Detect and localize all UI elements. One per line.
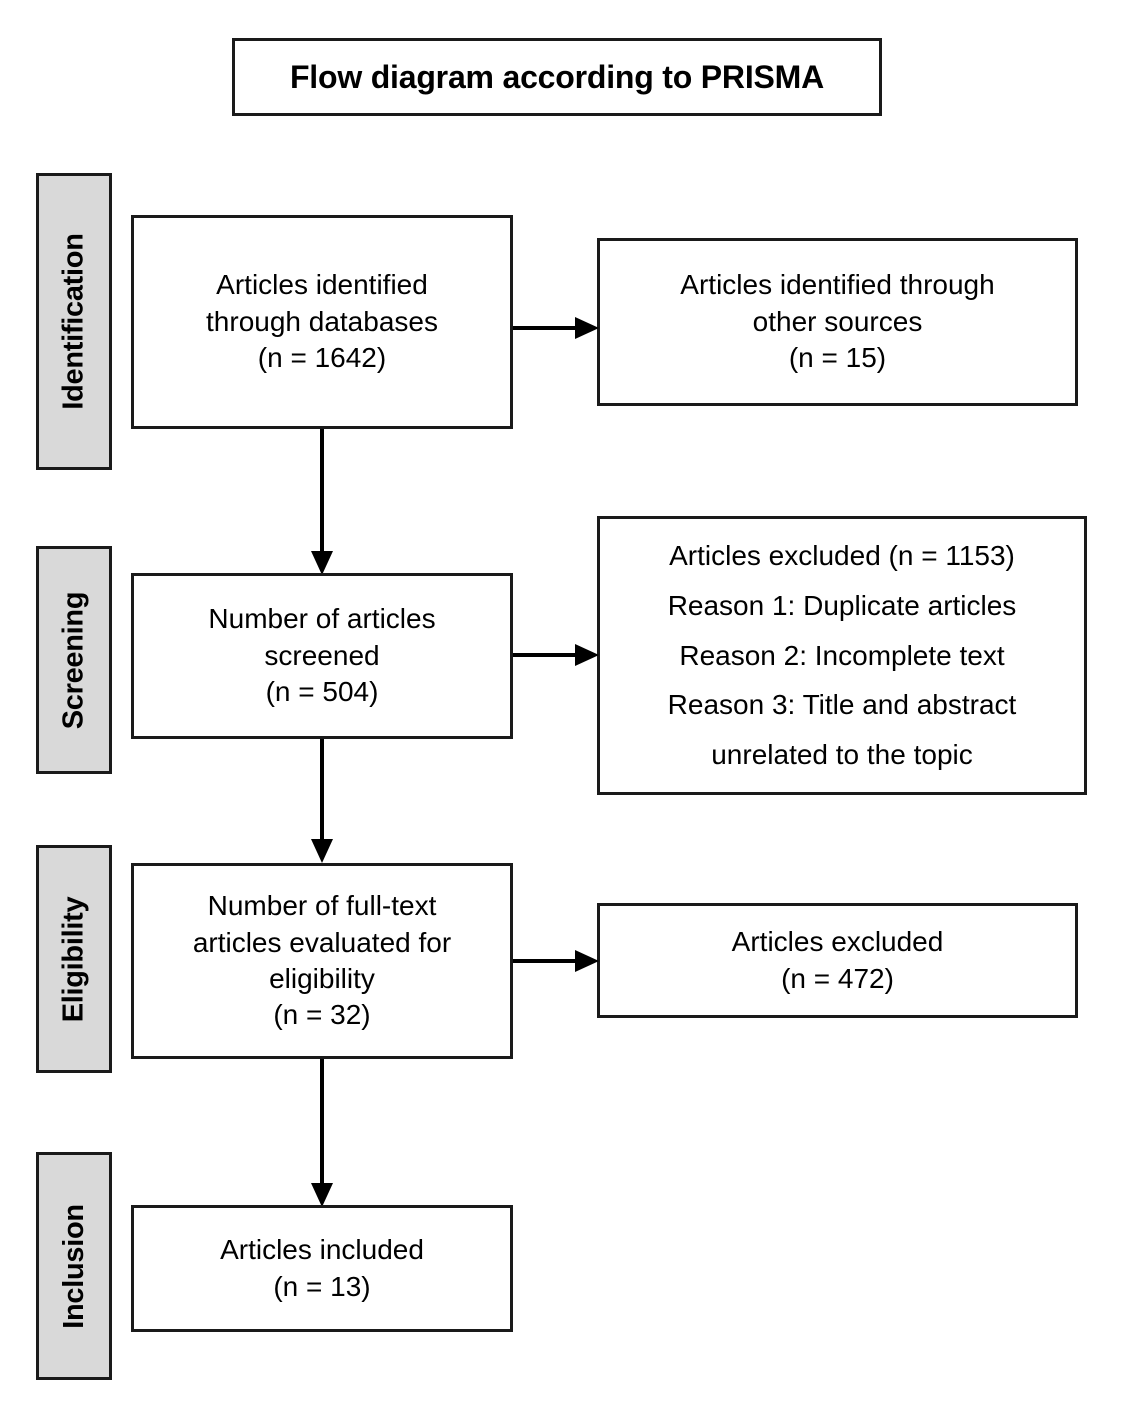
node-articles-identified-databases: Articles identified through databases (n…: [131, 215, 513, 429]
stage-label-identification-text: Identification: [57, 233, 90, 410]
arrow-right-icon: [513, 643, 599, 667]
node-line: Articles included: [220, 1234, 424, 1266]
node-articles-included: Articles included (n = 13): [131, 1205, 513, 1332]
arrow-down-icon: [310, 1059, 334, 1207]
page-title: Flow diagram according to PRISMA: [289, 58, 825, 95]
node-articles-excluded-eligibility: Articles excluded (n = 472): [597, 903, 1078, 1018]
node-line: Reason 1: Duplicate articles: [667, 589, 1017, 621]
node-line: through databases: [206, 305, 438, 337]
node-line: Articles identified through: [680, 269, 995, 301]
arrow-down-icon: [310, 739, 334, 863]
stage-label-eligibility-text: Eligibility: [57, 896, 90, 1022]
node-line: Reason 3: Title and abstract: [667, 689, 1017, 721]
node-line: eligibility: [269, 963, 375, 994]
stage-label-screening: Screening: [36, 546, 112, 774]
node-line: (n = 32): [273, 999, 371, 1031]
arrow-down-icon: [310, 429, 334, 575]
node-line: (n = 1642): [257, 342, 387, 374]
node-line: Articles excluded (n = 1153): [669, 539, 1015, 571]
node-line: (n = 472): [781, 962, 894, 994]
arrow-right-icon: [513, 316, 599, 340]
node-line: articles evaluated for: [192, 926, 452, 958]
node-line: (n = 13): [273, 1270, 371, 1302]
node-line: (n = 504): [265, 676, 379, 708]
node-articles-excluded-screening: Articles excluded (n = 1153) Reason 1: D…: [597, 516, 1087, 795]
stage-label-inclusion-text: Inclusion: [57, 1203, 90, 1329]
node-line: unrelated to the topic: [711, 739, 973, 771]
node-line: Articles excluded: [731, 926, 944, 958]
node-fulltext-articles-eligibility: Number of full-text articles evaluated f…: [131, 863, 513, 1059]
node-line: screened: [264, 639, 380, 671]
arrow-right-icon: [513, 949, 599, 973]
node-line: Number of articles: [208, 603, 436, 635]
stage-label-inclusion: Inclusion: [36, 1152, 112, 1380]
node-line: Number of full-text: [207, 890, 437, 922]
node-line: (n = 15): [788, 342, 887, 374]
stage-label-eligibility: Eligibility: [36, 845, 112, 1073]
node-line: other sources: [752, 305, 923, 337]
node-articles-identified-other-sources: Articles identified through other source…: [597, 238, 1078, 406]
node-line: Reason 2: Incomplete text: [679, 639, 1005, 671]
node-articles-screened: Number of articles screened (n = 504): [131, 573, 513, 739]
diagram-title-box: Flow diagram according to PRISMA: [232, 38, 882, 116]
node-line: Articles identified: [216, 269, 428, 301]
stage-label-identification: Identification: [36, 173, 112, 470]
stage-label-screening-text: Screening: [57, 591, 90, 729]
